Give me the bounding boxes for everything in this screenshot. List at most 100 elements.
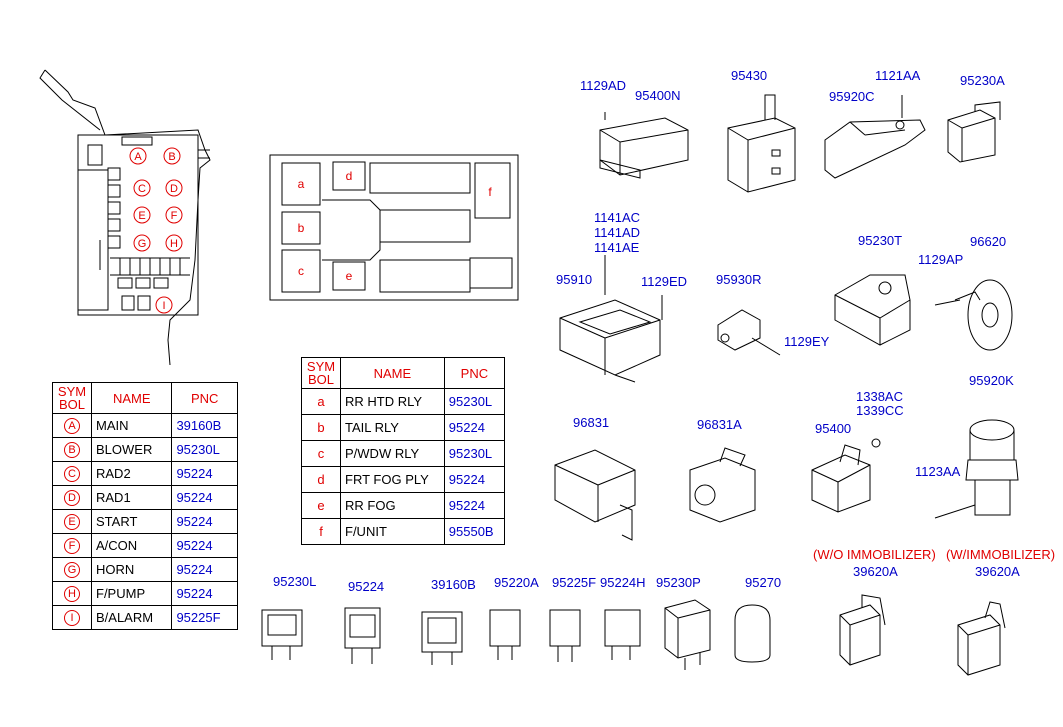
symbol-cell: e: [301, 492, 341, 519]
symbol-cell: I: [64, 610, 80, 626]
label-95224: 95224: [348, 579, 385, 594]
part-95930R-drawing: [717, 309, 781, 356]
label-39620A-2: 39620A: [975, 564, 1020, 579]
label-1339CC: 1339CC: [856, 403, 904, 418]
label-39160B: 39160B: [431, 577, 476, 592]
label-95224H: 95224H: [600, 575, 646, 590]
label-96831A: 96831A: [697, 417, 742, 432]
symbol-cell: c: [301, 440, 341, 467]
fb-A: A: [134, 151, 142, 163]
label-39620A-1: 39620A: [853, 564, 898, 579]
name-cell: FRT FOG PLY: [340, 466, 445, 493]
name-cell: RR FOG: [340, 492, 445, 519]
symbol-cell: b: [301, 414, 341, 441]
part-95230A-drawing: [947, 101, 1001, 163]
symbol-cell: H: [64, 586, 80, 602]
jb-c: c: [298, 264, 304, 278]
label-95230L: 95230L: [273, 574, 317, 589]
header-symbol: SYM BOL: [301, 357, 341, 389]
pnc-cell: 95230L: [443, 388, 506, 415]
part-95230T-drawing: [834, 274, 911, 346]
part-96831-drawing: [554, 449, 636, 541]
pnc-cell: 95550B: [443, 518, 506, 545]
fuse-box-circle-labels: [129, 147, 183, 314]
fuse-box-left-letters: A B C D E F G H I: [134, 151, 178, 312]
part-95400N-drawing: [599, 112, 689, 179]
label-1141AC: 1141AC: [594, 210, 641, 225]
label-95220A: 95220A: [494, 575, 539, 590]
symbol-cell: D: [64, 490, 80, 506]
fb-G: G: [138, 238, 147, 250]
name-cell: B/ALARM: [90, 605, 173, 630]
fb-F: F: [171, 210, 178, 222]
symbol-cell: C: [64, 466, 80, 482]
label-1123AA: 1123AA: [915, 464, 961, 479]
pnc-cell: 95230L: [171, 437, 238, 462]
pnc-cell: 39160B: [171, 413, 238, 438]
relay-39160B-drawing: [421, 611, 463, 665]
symbol-cell: A: [64, 418, 80, 434]
jb-e: e: [346, 269, 353, 283]
label-95910: 95910: [556, 272, 593, 287]
name-cell: RAD2: [90, 461, 173, 486]
relay-95230P-drawing: [664, 599, 711, 670]
part-96831A-drawing: [689, 447, 756, 523]
label-1129ED: 1129ED: [641, 274, 688, 289]
jb-f: f: [488, 185, 492, 199]
label-95920C: 95920C: [829, 89, 875, 104]
jb-d: d: [346, 169, 353, 183]
relay-95220A-drawing: [489, 609, 521, 660]
label-w-immobilizer: (W/IMMOBILIZER): [946, 547, 1056, 562]
part-95910-drawing: [559, 255, 663, 383]
pnc-cell: 95224: [171, 557, 238, 582]
part-95920K-drawing: [934, 419, 1019, 519]
pnc-cell: 95224: [171, 485, 238, 510]
symbol-cell: F: [64, 538, 80, 554]
pnc-cell: 95224: [171, 509, 238, 534]
label-95230P: 95230P: [656, 575, 701, 590]
fb-B: B: [168, 151, 175, 163]
symbol-cell: a: [301, 388, 341, 415]
name-cell: F/UNIT: [340, 518, 445, 545]
label-1129EY: 1129EY: [784, 334, 830, 349]
label-96620: 96620: [970, 234, 1007, 249]
label-wo-immobilizer: (W/O IMMOBILIZER): [813, 547, 936, 562]
pnc-cell: 95224: [443, 492, 506, 519]
pnc-cell: 95224: [443, 414, 506, 441]
label-95400N: 95400N: [635, 88, 681, 103]
part-95430-drawing: [727, 94, 796, 193]
header-name: NAME: [340, 357, 445, 389]
label-1121AA: 1121AA: [875, 68, 921, 83]
header-name: NAME: [90, 382, 173, 414]
name-cell: HORN: [90, 557, 173, 582]
name-cell: RAD1: [90, 485, 173, 510]
name-cell: A/CON: [90, 533, 173, 558]
label-95930R: 95930R: [716, 272, 762, 287]
pnc-cell: 95225F: [171, 605, 238, 630]
pnc-cell: 95230L: [443, 440, 506, 467]
relay-95224-drawing: [344, 607, 381, 664]
engine-fuse-box: [39, 69, 211, 366]
symbol-cell: E: [64, 514, 80, 530]
jb-a: a: [298, 177, 305, 191]
fb-E: E: [138, 210, 145, 222]
header-pnc: PNC: [443, 357, 506, 389]
name-cell: BLOWER: [90, 437, 173, 462]
table-header: SYM BOL NAME PNC: [301, 357, 506, 389]
name-cell: TAIL RLY: [340, 414, 445, 441]
label-96831: 96831: [573, 415, 610, 430]
